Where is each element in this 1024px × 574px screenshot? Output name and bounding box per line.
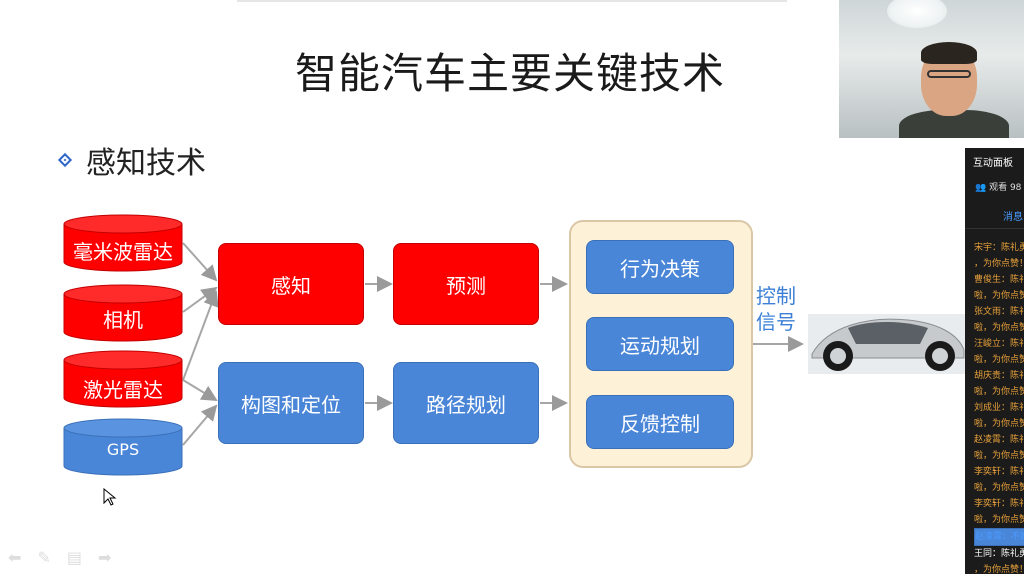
sensor-radar: 毫米波雷达	[63, 214, 183, 272]
chat-message: 啦，为你点赞	[974, 291, 1024, 301]
chat-message: 啦，为你点赞	[974, 387, 1024, 397]
sensor-label: 相机	[103, 308, 143, 332]
chat-message: 李奕轩：陈礼	[974, 499, 1024, 509]
behavior-decision-box: 行为决策	[586, 240, 734, 294]
chat-message: 张文雨：陈礼	[974, 307, 1024, 317]
control-signal-label: 控制 信号	[756, 283, 796, 335]
sensor-camera: 相机	[63, 284, 183, 342]
chat-message: 啦，为你点赞	[974, 483, 1024, 493]
sensor-label: 毫米波雷达	[73, 240, 173, 264]
sensor-label: GPS	[106, 440, 140, 459]
tab-messages[interactable]: 消息	[1003, 212, 1023, 223]
chat-message: 啦，为你点赞	[974, 515, 1024, 525]
control-signal-line1: 控制	[756, 284, 796, 308]
feedback-control-box: 反馈控制	[586, 395, 734, 449]
chat-message: 赵凌霄：不好	[974, 528, 1024, 546]
control-signal-line2: 信号	[756, 310, 796, 334]
chat-message: 汪峻立：陈礼	[974, 339, 1024, 349]
tab-divider	[965, 228, 1024, 229]
chat-message: 李奕轩：陈礼	[974, 467, 1024, 477]
menu-icon[interactable]: ▤	[66, 548, 82, 567]
prediction-box: 预测	[393, 243, 539, 325]
path-planning-box: 路径规划	[393, 362, 539, 444]
chat-message: ，为你点赞！	[974, 565, 1024, 574]
back-arrow-icon[interactable]: ⬅	[8, 548, 22, 567]
interaction-panel: 互动面板 👥 观看 98 消息 宋宇：陈礼勇 ，为你点赞！ 曹俊生：陈礼啦，为你点赞…	[965, 148, 1024, 574]
chat-message: 刘成业：陈礼	[974, 403, 1024, 413]
pen-icon[interactable]: ✎	[37, 548, 51, 567]
slide-toolbar: ⬅ ✎ ▤ ➡	[8, 548, 111, 567]
cursor-icon	[103, 488, 117, 506]
forward-arrow-icon[interactable]: ➡	[97, 548, 112, 567]
chat-message: 啦，为你点赞	[974, 419, 1024, 429]
bullet-heading: 感知技术	[86, 146, 206, 181]
concept-car-image	[808, 314, 968, 374]
presenter-webcam	[839, 0, 1024, 138]
motion-planning-box: 运动规划	[586, 317, 734, 371]
chat-message: ，为你点赞！	[974, 259, 1024, 269]
chat-message: 啦，为你点赞	[974, 323, 1024, 333]
user-icon: 👥	[975, 183, 987, 193]
chat-message: 曹俊生：陈礼	[974, 275, 1024, 285]
chat-message: 王同：陈礼勇	[974, 549, 1024, 559]
chat-message: 啦，为你点赞	[974, 355, 1024, 365]
sensor-label: 激光雷达	[83, 378, 163, 402]
mapping-localization-box: 构图和定位	[218, 362, 364, 444]
viewer-count: 👥 观看 98	[975, 183, 1022, 193]
sensor-lidar: 激光雷达	[63, 350, 183, 408]
message-list: 宋宇：陈礼勇 ，为你点赞！ 曹俊生：陈礼啦，为你点赞张文雨：陈礼啦，为你点赞汪峻立：…	[974, 240, 1024, 574]
chat-message: 啦，为你点赞	[974, 451, 1024, 461]
sensor-gps: GPS	[63, 418, 183, 476]
top-divider	[237, 0, 787, 2]
chat-message: 宋宇：陈礼勇	[974, 243, 1024, 253]
perception-box: 感知	[218, 243, 364, 325]
panel-header: 互动面板	[973, 158, 1013, 169]
chat-message: 胡庆贵：陈礼	[974, 371, 1024, 381]
chat-message: 赵凌霄：陈礼	[974, 435, 1024, 445]
slide-title: 智能汽车主要关键技术	[294, 49, 725, 98]
